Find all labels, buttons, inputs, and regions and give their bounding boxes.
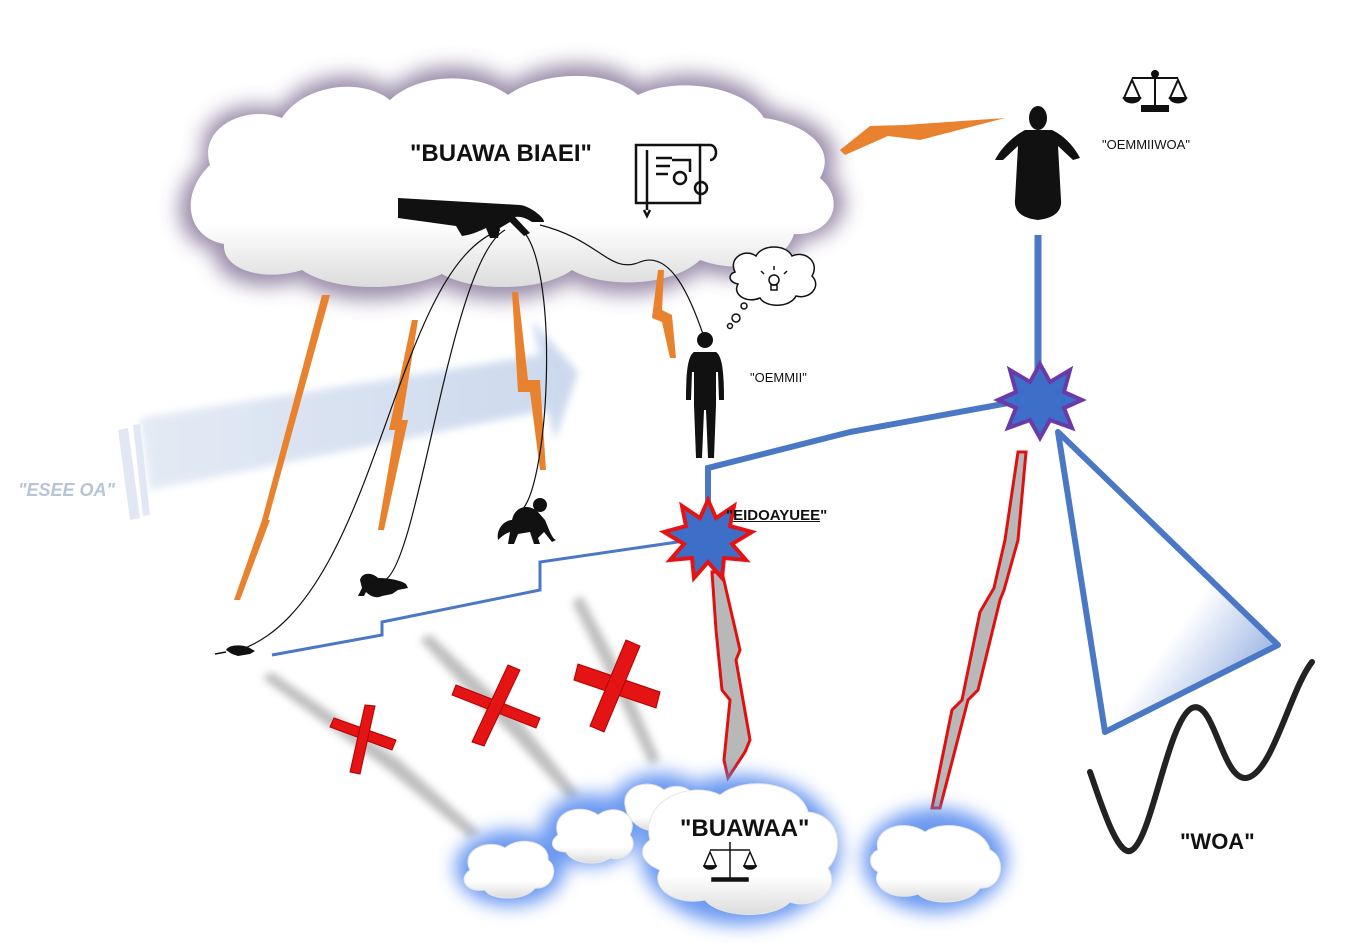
red-cross-3 — [573, 639, 661, 733]
blue-step-line — [271, 536, 706, 657]
lightning-orange-top-right — [840, 118, 1005, 155]
monkey-icon — [497, 498, 556, 544]
lightning-red-group — [710, 450, 1028, 810]
blueprint-icon — [634, 143, 718, 219]
lightning-orange-group — [234, 270, 676, 600]
top-cloud — [179, 64, 845, 300]
junction-label-text: EIDOAYUEE — [733, 507, 821, 524]
bottom-cloud-group — [455, 773, 1007, 925]
lightbulb-thought-icon — [726, 246, 817, 330]
blue-triangle — [1055, 429, 1281, 735]
human-label: "OEMMII" — [750, 370, 807, 385]
star-junction-upper — [993, 359, 1087, 443]
star-junction-lower — [658, 495, 758, 583]
robed-figure-label: "OEMMIIWOA" — [1102, 137, 1190, 152]
left-arrow-label: "ESEE OA" — [18, 480, 116, 500]
hand-icon — [398, 198, 545, 238]
bottom-cloud-label: "BUAWAA" — [680, 815, 810, 842]
red-cross-1 — [329, 704, 397, 775]
junction-label: "EIDOAYUEE" — [726, 507, 828, 524]
red-cross-2 — [451, 664, 541, 747]
human-silhouette-icon — [686, 332, 724, 458]
wave-label: "WOA" — [1180, 829, 1255, 854]
top-cloud-label: "BUAWA BIAEI" — [410, 140, 592, 167]
ferret-icon — [358, 573, 408, 598]
robed-figure-icon — [995, 106, 1080, 220]
scales-icon-bottom — [702, 842, 758, 882]
big-faded-arrow — [118, 320, 578, 520]
puppet-strings — [239, 224, 706, 651]
scales-icon-top — [1122, 70, 1188, 112]
rat-icon — [214, 645, 255, 656]
wave-line — [1087, 659, 1315, 855]
